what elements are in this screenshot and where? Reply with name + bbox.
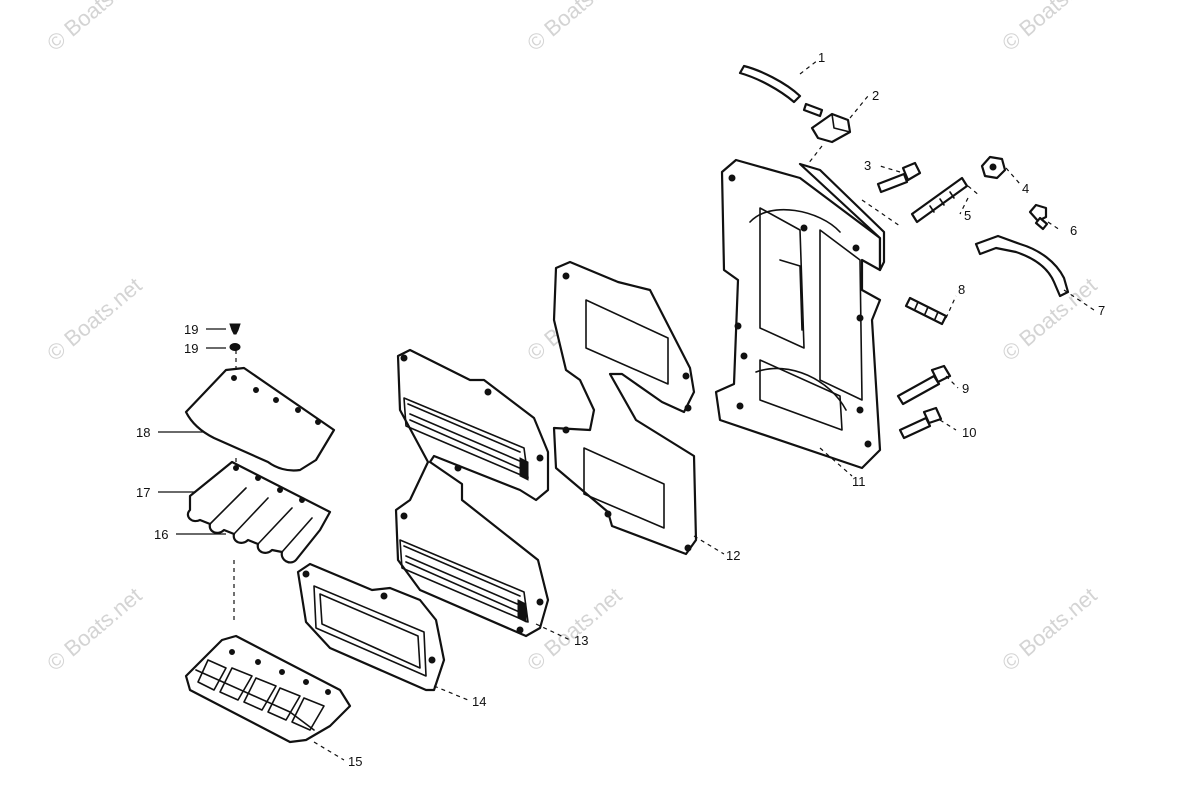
part-4-nut [980,155,1007,180]
part-7-clamp [974,234,1070,298]
watermark: © Boats.net [997,273,1101,366]
callout-1: 1 [818,50,825,65]
watermark: © Boats.net [997,0,1101,56]
callout-17: 17 [136,485,150,500]
part-8-stud [904,296,948,326]
part-11-adaptor-plate [714,158,886,470]
part-10-screw [898,406,943,440]
part-19-screw-washer [229,323,241,351]
part-3-screw [876,161,922,194]
part-18-reed-stop [184,366,336,472]
part-16-17-reed-petals [186,460,332,564]
callout-7: 7 [1098,303,1105,318]
watermark: © Boats.net [42,273,146,366]
leader-lines [158,59,1095,761]
callout-11: 11 [852,474,866,489]
callout-2: 2 [872,88,879,103]
callout-19-screw: 19 [184,322,198,337]
part-15-reed-block [184,634,352,744]
callout-13: 13 [574,633,588,648]
callout-6: 6 [1070,223,1077,238]
part-9-screw [896,364,952,406]
callout-10: 10 [962,425,976,440]
watermark: © Boats.net [42,0,146,56]
watermark: © Boats.net [997,583,1101,676]
callout-9: 9 [962,381,969,396]
callout-12: 12 [726,548,740,563]
callout-3: 3 [864,158,871,173]
part-2-fitting [802,102,852,144]
watermark: © Boats.net [522,0,626,56]
part-13-reed-housing [394,348,550,638]
callout-16: 16 [154,527,168,542]
callout-4: 4 [1022,181,1029,196]
watermark: © Boats.net [42,583,146,676]
part-6-screw [1028,203,1049,231]
callout-5: 5 [964,208,971,223]
callout-labels: 1 2 3 4 5 6 7 8 9 10 11 12 13 14 15 16 1… [136,50,1105,769]
callout-15: 15 [348,754,362,769]
part-1-hose [738,64,802,104]
callout-14: 14 [472,694,486,709]
callout-18: 18 [136,425,150,440]
part-14-gasket [296,562,446,692]
callout-8: 8 [958,282,965,297]
callout-19-washer: 19 [184,341,198,356]
part-12-gasket [552,260,698,556]
part-5-stud [910,176,969,224]
